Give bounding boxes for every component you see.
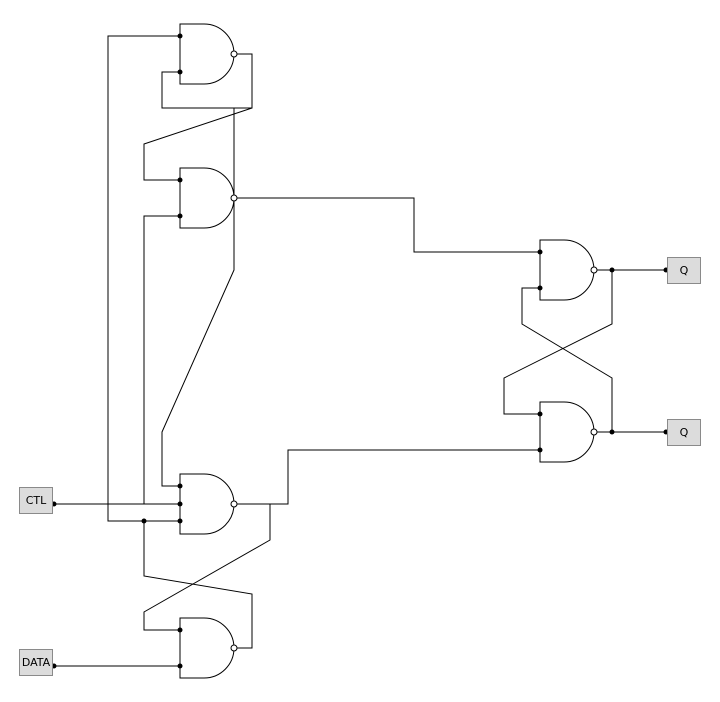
nand-gate-3 [179,473,238,535]
wire-g3-out [236,449,540,505]
wires [54,35,666,667]
input-ctl-label: CTL [25,494,47,507]
wire-latch-cross-b [521,287,613,432]
nand-gate-4 [179,617,238,679]
output-q-bar: Q [667,419,701,446]
input-data: DATA [19,649,53,676]
wire-cross-b [143,107,253,181]
input-data-label: DATA [21,656,51,669]
output-q-label: Q [679,264,689,277]
wire-g4-fb [143,521,253,649]
wire-cross-a [161,108,235,487]
wire-latch-cross-a [503,270,613,415]
nand-gate-2 [179,167,238,229]
input-ctl: CTL [19,487,53,514]
wire-g2-in2 [143,215,180,504]
output-q: Q [667,257,701,284]
wire-g3-cross [143,504,271,631]
wire-g1-fb [161,53,253,109]
output-q-bar-label: Q [679,426,689,439]
nand-gate-5 [539,239,598,301]
nand-gate-1 [179,23,238,85]
wire-g2-out [236,197,540,253]
nand-gate-6 [539,401,598,463]
